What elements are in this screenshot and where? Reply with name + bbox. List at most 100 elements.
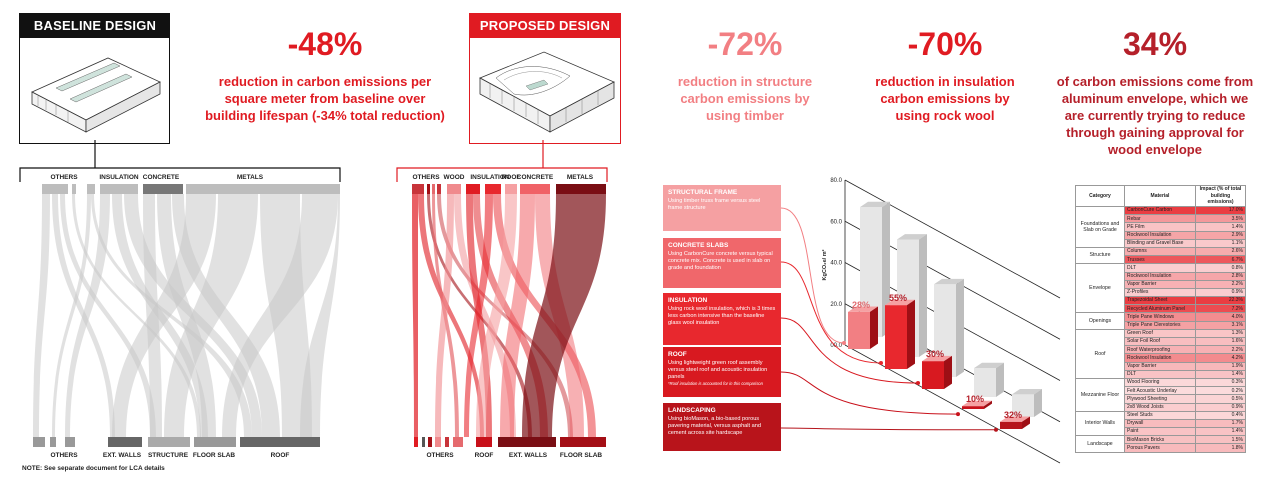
proposed-flow bbox=[454, 194, 516, 437]
proposed-bottom-node bbox=[435, 437, 441, 447]
stat-value-3: -70% bbox=[907, 26, 983, 62]
material-cell: BioMason Bricks bbox=[1124, 435, 1196, 445]
proposed-bar-side bbox=[907, 299, 915, 369]
reduction-label: 32% bbox=[1004, 410, 1022, 420]
baseline-top-label-metals: METALS bbox=[236, 174, 264, 181]
category-cell: Roof bbox=[1075, 328, 1125, 379]
card-title: CONCRETE SLABS bbox=[668, 242, 729, 249]
leader-line bbox=[780, 261, 882, 364]
stat-text-2: reduction in structure carbon emissions … bbox=[677, 74, 813, 123]
impact-cell: 0.9% bbox=[1195, 402, 1246, 412]
material-cell: Blinding and Gravel Base bbox=[1124, 238, 1196, 248]
header-impact: Impact (% of total building emissions) bbox=[1195, 185, 1246, 207]
header-category: Category bbox=[1075, 185, 1125, 207]
baseline-bottom-node bbox=[108, 437, 142, 447]
baseline-bar-top bbox=[1012, 388, 1042, 395]
impact-cell: 4.2% bbox=[1195, 353, 1246, 363]
baseline-flow bbox=[172, 194, 280, 437]
material-cell: Drywall bbox=[1124, 418, 1196, 429]
proposed-title: PROPOSED DESIGN bbox=[470, 14, 620, 38]
y-axis-label: KgCO₂e/ m² bbox=[821, 249, 828, 280]
baseline-bottom-label-floor-slab: FLOOR SLAB bbox=[192, 452, 236, 459]
impact-cell: 1.3% bbox=[1195, 328, 1246, 339]
impact-cell: 1.7% bbox=[1195, 418, 1246, 429]
baseline-flow bbox=[60, 194, 156, 437]
material-cell: Solar Foil Roof bbox=[1124, 336, 1196, 347]
proposed-bar-front bbox=[922, 361, 944, 389]
proposed-bar-front bbox=[962, 406, 984, 409]
impact-table: Category Material Impact (% of total bui… bbox=[1075, 185, 1246, 453]
material-cell: Green Roof bbox=[1124, 328, 1196, 339]
proposed-top-node bbox=[437, 184, 441, 194]
table-header-row: Category Material Impact (% of total bui… bbox=[1075, 185, 1246, 207]
category-cell: Interior Walls bbox=[1075, 410, 1125, 437]
proposed-bar-side bbox=[944, 355, 952, 389]
proposed-bar-top bbox=[922, 355, 952, 362]
stat-value-2: -72% bbox=[707, 26, 783, 62]
material-cell: Roof Waterproofing bbox=[1124, 345, 1196, 355]
proposed-flow bbox=[476, 194, 517, 437]
y-tick-label: 00.0 bbox=[830, 343, 842, 349]
card-title: INSULATION bbox=[668, 297, 708, 304]
material-cell: Recycled Aluminum Panel bbox=[1124, 304, 1196, 314]
material-cell: DLT bbox=[1124, 263, 1196, 273]
leader-line bbox=[780, 371, 959, 415]
baseline-flow bbox=[300, 194, 340, 437]
leader-line bbox=[780, 207, 845, 344]
baseline-flow bbox=[157, 194, 216, 437]
baseline-flow bbox=[91, 194, 252, 437]
card-structural-frame: STRUCTURAL FRAME Using timber truss fram… bbox=[663, 185, 781, 231]
proposed-bottom-label-ext-walls: EXT. WALLS bbox=[508, 452, 548, 459]
leader-line bbox=[780, 427, 997, 431]
baseline-flow bbox=[33, 194, 50, 437]
impact-cell: 1.5% bbox=[1195, 435, 1246, 445]
proposed-bottom-node bbox=[453, 437, 463, 447]
proposed-bottom-label-roof: ROOF bbox=[474, 452, 494, 459]
baseline-flow bbox=[52, 194, 91, 437]
material-cell: Wood Flooring bbox=[1124, 377, 1196, 388]
proposed-top-label-roof: ROOF bbox=[501, 174, 521, 181]
proposed-bottom-node bbox=[422, 437, 425, 447]
leader-dot bbox=[956, 412, 960, 417]
baseline-note: NOTE: See separate document for LCA deta… bbox=[22, 465, 165, 472]
impact-cell: 0.9% bbox=[1195, 287, 1246, 298]
proposed-bar-side bbox=[870, 306, 878, 349]
y-tick-label: 80.0 bbox=[830, 178, 842, 184]
baseline-bar-top bbox=[897, 234, 927, 240]
proposed-flow bbox=[464, 194, 493, 437]
proposed-bar-top bbox=[848, 306, 878, 312]
material-cell: Paint bbox=[1124, 427, 1196, 437]
baseline-bottom-label-others: OTHERS bbox=[50, 452, 78, 459]
impact-cell: 2.8% bbox=[1195, 271, 1246, 281]
impact-cell: 0.2% bbox=[1195, 386, 1246, 396]
baseline-bar-front bbox=[974, 368, 996, 397]
material-cell: Felt Acoustic Underlay bbox=[1124, 386, 1196, 396]
proposed-top-node bbox=[432, 184, 435, 194]
category-cell: Mezzanine Floor bbox=[1075, 377, 1125, 412]
material-cell: Vapor Barrier bbox=[1124, 279, 1196, 289]
reduction-label: 10% bbox=[966, 394, 984, 404]
baseline-top-node bbox=[72, 184, 76, 194]
baseline-flow bbox=[222, 194, 338, 437]
proposed-bar-front bbox=[1000, 421, 1022, 429]
proposed-bottom-label-floor-slab: FLOOR SLAB bbox=[559, 452, 603, 459]
category-cell: Openings bbox=[1075, 312, 1125, 330]
material-cell: Rockwool Insulation bbox=[1124, 353, 1196, 363]
material-cell: 2x8 Wood Joists bbox=[1124, 402, 1196, 412]
baseline-bottom-node bbox=[65, 437, 75, 447]
impact-cell: 22.3% bbox=[1195, 296, 1246, 306]
proposed-bar-side bbox=[1022, 416, 1030, 429]
baseline-flow bbox=[164, 194, 258, 437]
category-cell: Structure bbox=[1075, 246, 1125, 265]
baseline-top-node bbox=[42, 184, 68, 194]
proposed-top-label-metals: METALS bbox=[566, 174, 594, 181]
baseline-bar-side bbox=[1034, 388, 1042, 417]
leader-dot bbox=[842, 341, 846, 345]
reduction-label: 55% bbox=[889, 293, 907, 303]
